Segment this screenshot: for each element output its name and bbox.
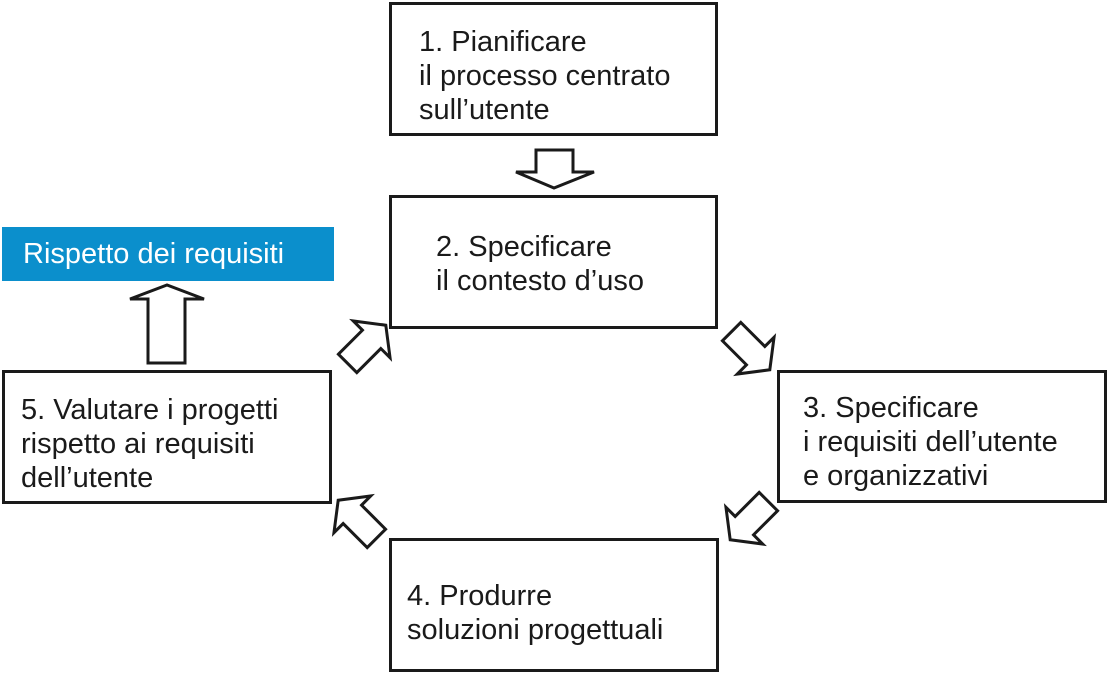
arrow-diagonal-icon	[720, 320, 777, 377]
step-text-requirements: 3. Specificare i requisiti dell’utente e…	[803, 391, 1058, 493]
step-box-context: 2. Specificare il contesto d’uso	[389, 195, 718, 329]
step-box-evaluate: 5. Valutare i progetti rispetto ai requi…	[2, 370, 332, 504]
step-line: il processo centrato	[419, 60, 671, 92]
step-line: sull’utente	[419, 94, 550, 126]
step-box-plan: 1. Pianificare il processo centrato sull…	[389, 2, 718, 136]
arrow-diagonal-icon	[331, 493, 388, 550]
arrow-down-icon	[515, 148, 595, 190]
step-box-requirements: 3. Specificare i requisiti dell’utente e…	[777, 370, 1107, 503]
step-text-evaluate: 5. Valutare i progetti rispetto ai requi…	[21, 393, 278, 495]
step-line: 5. Valutare i progetti	[21, 394, 279, 426]
step-line: i requisiti dell’utente	[803, 426, 1058, 458]
step-line: e organizzativi	[803, 460, 989, 492]
step-line: 1. Pianificare	[419, 26, 587, 58]
arrow-up-icon	[129, 283, 205, 365]
result-label: Rispetto dei requisiti	[2, 227, 334, 281]
step-line: 3. Specificare	[803, 392, 979, 424]
step-text-plan: 1. Pianificare il processo centrato sull…	[419, 25, 670, 127]
arrow-diagonal-icon	[336, 318, 393, 375]
step-text-solutions: 4. Produrre soluzioni progettuali	[407, 579, 663, 647]
step-line: 4. Produrre	[407, 580, 553, 612]
step-line: soluzioni progettuali	[407, 614, 664, 646]
step-line: il contesto d’uso	[436, 265, 644, 297]
step-text-context: 2. Specificare il contesto d’uso	[436, 230, 644, 298]
step-box-solutions: 4. Produrre soluzioni progettuali	[389, 538, 719, 672]
step-line: rispetto ai requisiti	[21, 428, 255, 460]
step-line: dell’utente	[21, 462, 154, 494]
step-line: 2. Specificare	[436, 231, 612, 263]
arrow-diagonal-icon	[723, 490, 780, 547]
